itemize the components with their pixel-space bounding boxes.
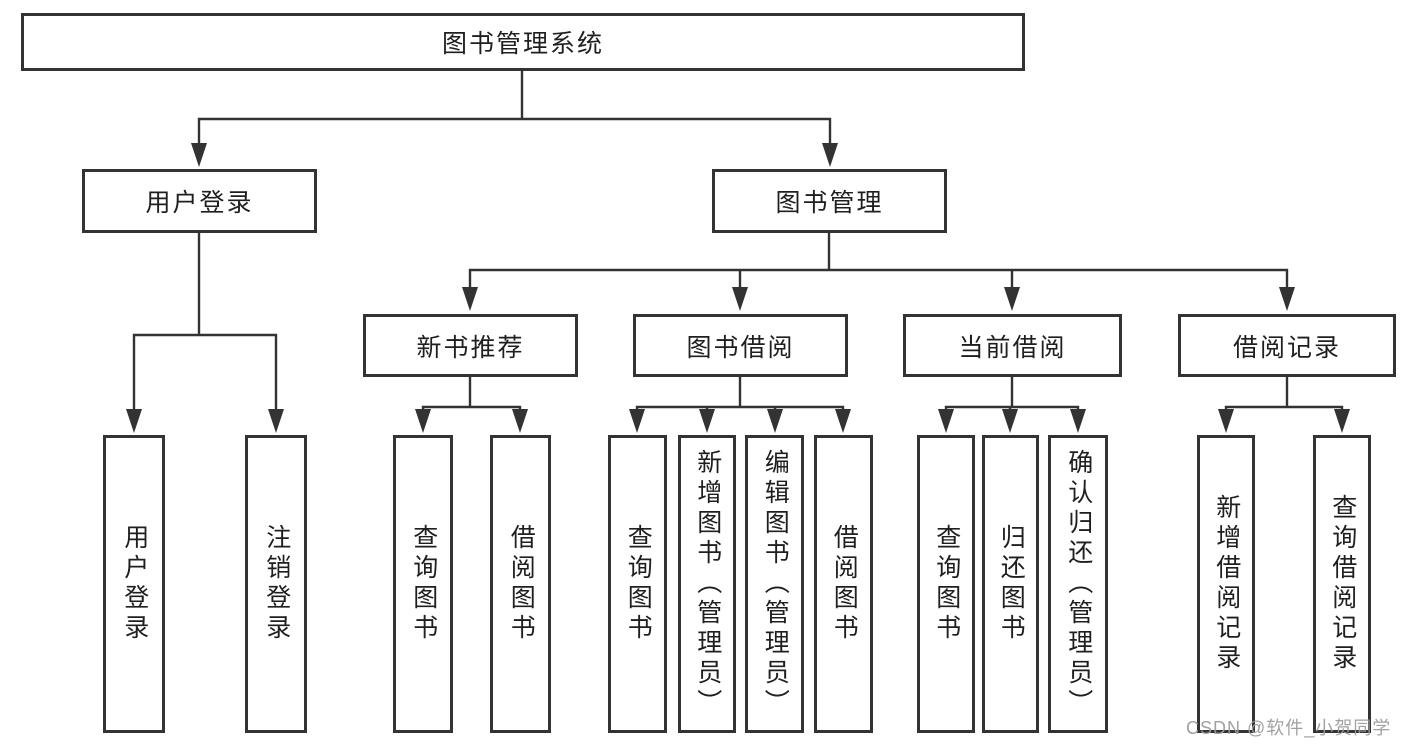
arrow-down-icon	[1218, 409, 1234, 433]
arrow-down-icon	[732, 287, 748, 311]
edge	[1224, 405, 1344, 411]
leaf-edit-book-admin: 编辑图书（管理员）	[745, 435, 804, 733]
node-label: 图书管理	[775, 189, 884, 217]
node-borrow-records: 借阅记录	[1178, 314, 1396, 377]
arrow-down-icon	[268, 409, 284, 433]
node-user-login: 用户登录	[82, 169, 317, 233]
arrow-down-icon	[1004, 287, 1020, 311]
leaf-logout: 注销登录	[245, 435, 307, 733]
node-label: 查询图书	[409, 524, 438, 644]
node-label: 查询图书	[624, 524, 653, 644]
leaf-borrow-books: 借阅图书	[814, 435, 873, 733]
arrow-down-icon	[191, 143, 207, 167]
arrow-down-icon	[767, 409, 783, 433]
leaf-add-borrow-record: 新增借阅记录	[1197, 435, 1255, 733]
arrow-down-icon	[1002, 409, 1018, 433]
leaf-user-login: 用户登录	[103, 435, 165, 733]
node-book-management: 图书管理	[712, 169, 947, 233]
arrowheads	[126, 143, 1350, 433]
node-label: 用户登录	[120, 524, 149, 644]
node-label: 借阅图书	[830, 524, 859, 644]
edge	[468, 268, 1289, 289]
node-book-borrow: 图书借阅	[633, 314, 848, 377]
leaf-return-book: 归还图书	[982, 435, 1039, 733]
csdn-watermark: CSDN @软件_小贺同学	[1186, 718, 1392, 738]
arrow-down-icon	[512, 409, 528, 433]
node-root: 图书管理系统	[21, 13, 1025, 71]
arrow-down-icon	[1334, 409, 1350, 433]
arrow-down-icon	[822, 143, 838, 167]
leaf-query-books-borrow: 查询图书	[608, 435, 667, 733]
arrow-down-icon	[1279, 287, 1295, 311]
node-label: 用户登录	[145, 189, 254, 217]
node-label: 当前借阅	[958, 333, 1067, 362]
node-label: 新增借阅记录	[1212, 494, 1241, 674]
node-label: 借阅记录	[1232, 333, 1341, 362]
arrow-down-icon	[629, 409, 645, 433]
node-new-book-recommend: 新书推荐	[363, 314, 578, 377]
arrow-down-icon	[126, 409, 142, 433]
arrow-down-icon	[835, 409, 851, 433]
arrow-down-icon	[699, 409, 715, 433]
edge	[197, 117, 832, 145]
arrow-down-icon	[462, 287, 478, 311]
node-label: 查询借阅记录	[1328, 494, 1357, 674]
node-label: 注销登录	[262, 524, 291, 644]
leaf-query-borrow-record: 查询借阅记录	[1313, 435, 1371, 733]
edge	[635, 405, 845, 411]
node-label: 新增图书（管理员）	[693, 449, 722, 719]
edge	[132, 333, 278, 411]
leaf-borrow-books-recommend: 借阅图书	[490, 435, 551, 733]
leaf-confirm-return-admin: 确认归还（管理员）	[1048, 435, 1108, 733]
edge	[421, 405, 522, 411]
node-label: 借阅图书	[507, 524, 536, 644]
arrow-down-icon	[1070, 409, 1086, 433]
node-label: 查询图书	[932, 524, 961, 644]
node-label: 图书管理系统	[441, 30, 604, 58]
leaf-query-books-current: 查询图书	[917, 435, 975, 733]
node-label: 确认归还（管理员）	[1064, 449, 1093, 719]
leaf-query-books-recommend: 查询图书	[393, 435, 453, 733]
leaf-add-book-admin: 新增图书（管理员）	[678, 435, 736, 733]
node-label: 图书借阅	[686, 333, 795, 362]
node-label: 新书推荐	[416, 333, 525, 362]
arrow-down-icon	[415, 409, 431, 433]
arrow-down-icon	[938, 409, 954, 433]
node-label: 编辑图书（管理员）	[761, 449, 790, 719]
node-label: 归还图书	[997, 524, 1026, 644]
node-current-borrow: 当前借阅	[903, 314, 1122, 377]
